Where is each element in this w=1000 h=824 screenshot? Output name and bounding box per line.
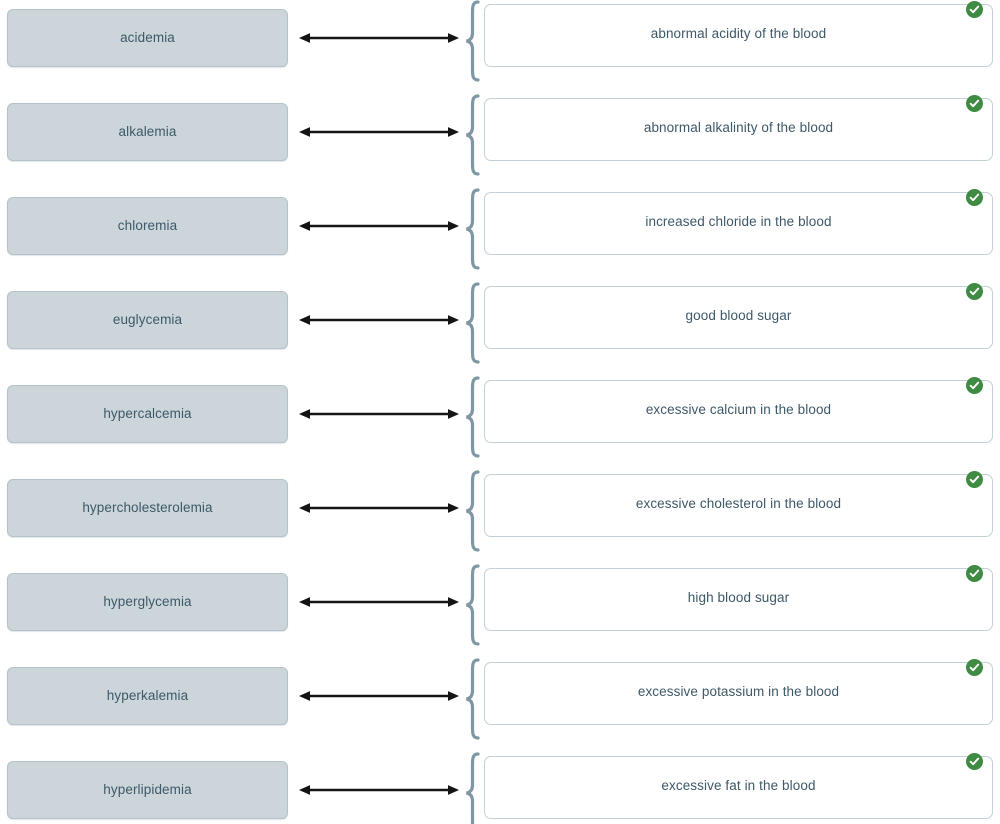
term-tile[interactable]: acidemia bbox=[7, 9, 288, 67]
check-icon bbox=[969, 193, 980, 202]
correct-status-badge bbox=[966, 95, 983, 112]
double-headed-arrow-icon bbox=[299, 315, 459, 325]
term-tile[interactable]: hyperkalemia bbox=[7, 667, 288, 725]
check-icon bbox=[969, 757, 980, 766]
correct-status-badge bbox=[966, 283, 983, 300]
brace-decoration bbox=[463, 375, 481, 459]
brace-decoration bbox=[463, 187, 481, 271]
definition-label: excessive calcium in the blood bbox=[645, 402, 832, 418]
match-row: euglycemia good blood sugar bbox=[0, 281, 1000, 375]
correct-status-badge bbox=[966, 1, 983, 18]
double-headed-arrow-icon bbox=[299, 33, 459, 43]
term-tile[interactable]: hyperlipidemia bbox=[7, 761, 288, 819]
check-icon bbox=[969, 569, 980, 578]
curly-brace-icon bbox=[466, 0, 480, 82]
curly-brace-icon bbox=[466, 282, 480, 364]
curly-brace-icon bbox=[466, 376, 480, 458]
check-icon bbox=[969, 99, 980, 108]
term-tile[interactable]: hyperglycemia bbox=[7, 573, 288, 631]
term-tile[interactable]: hypercalcemia bbox=[7, 385, 288, 443]
correct-status-badge bbox=[966, 189, 983, 206]
term-label: hyperlipidemia bbox=[103, 781, 192, 797]
definition-card[interactable]: increased chloride in the blood bbox=[484, 192, 993, 255]
definition-card[interactable]: abnormal alkalinity of the blood bbox=[484, 98, 993, 161]
brace-decoration bbox=[463, 751, 481, 824]
term-tile[interactable]: euglycemia bbox=[7, 291, 288, 349]
curly-brace-icon bbox=[466, 658, 480, 740]
check-icon bbox=[969, 475, 980, 484]
brace-decoration bbox=[463, 93, 481, 177]
definition-card[interactable]: excessive calcium in the blood bbox=[484, 380, 993, 443]
connector-arrow bbox=[299, 125, 459, 139]
correct-status-badge bbox=[966, 471, 983, 488]
definition-card[interactable]: excessive cholesterol in the blood bbox=[484, 474, 993, 537]
match-row: hypercalcemia excessive calcium in the b… bbox=[0, 375, 1000, 469]
term-tile[interactable]: alkalemia bbox=[7, 103, 288, 161]
match-row: hypercholesterolemia excessive cholester… bbox=[0, 469, 1000, 563]
term-tile[interactable]: chloremia bbox=[7, 197, 288, 255]
connector-arrow bbox=[299, 219, 459, 233]
definition-card[interactable]: high blood sugar bbox=[484, 568, 993, 631]
match-row: chloremia increased chloride in the bloo… bbox=[0, 187, 1000, 281]
connector-arrow bbox=[299, 783, 459, 797]
brace-decoration bbox=[463, 0, 481, 83]
connector-arrow bbox=[299, 407, 459, 421]
term-label: hypercalcemia bbox=[103, 405, 192, 421]
check-icon bbox=[969, 381, 980, 390]
correct-status-badge bbox=[966, 565, 983, 582]
double-headed-arrow-icon bbox=[299, 691, 459, 701]
definition-label: excessive fat in the blood bbox=[661, 778, 816, 794]
correct-status-badge bbox=[966, 753, 983, 770]
connector-arrow bbox=[299, 501, 459, 515]
curly-brace-icon bbox=[466, 752, 480, 824]
connector-arrow bbox=[299, 313, 459, 327]
definition-label: excessive cholesterol in the blood bbox=[635, 496, 842, 512]
double-headed-arrow-icon bbox=[299, 785, 459, 795]
definition-label: high blood sugar bbox=[687, 590, 790, 606]
brace-decoration bbox=[463, 657, 481, 741]
term-tile[interactable]: hypercholesterolemia bbox=[7, 479, 288, 537]
connector-arrow bbox=[299, 595, 459, 609]
brace-decoration bbox=[463, 281, 481, 365]
match-row: hyperglycemia high blood sugar bbox=[0, 563, 1000, 657]
match-row: alkalemia abnormal alkalinity of the blo… bbox=[0, 93, 1000, 187]
term-label: hyperkalemia bbox=[106, 687, 189, 703]
definition-label: excessive potassium in the blood bbox=[637, 684, 840, 700]
term-label: hypercholesterolemia bbox=[82, 499, 213, 515]
double-headed-arrow-icon bbox=[299, 409, 459, 419]
term-label: acidemia bbox=[120, 29, 175, 45]
definition-label: abnormal alkalinity of the blood bbox=[643, 120, 834, 136]
curly-brace-icon bbox=[466, 470, 480, 552]
definition-label: abnormal acidity of the blood bbox=[650, 26, 827, 42]
match-row: acidemia abnormal acidity of the blood bbox=[0, 0, 1000, 93]
term-label: euglycemia bbox=[112, 311, 183, 327]
correct-status-badge bbox=[966, 659, 983, 676]
match-row: hyperlipidemia excessive fat in the bloo… bbox=[0, 751, 1000, 824]
curly-brace-icon bbox=[466, 94, 480, 176]
curly-brace-icon bbox=[466, 188, 480, 270]
term-label: hyperglycemia bbox=[103, 593, 192, 609]
definition-card[interactable]: abnormal acidity of the blood bbox=[484, 4, 993, 67]
term-label: alkalemia bbox=[118, 123, 177, 139]
match-row: hyperkalemia excessive potassium in the … bbox=[0, 657, 1000, 751]
definition-card[interactable]: excessive potassium in the blood bbox=[484, 662, 993, 725]
curly-brace-icon bbox=[466, 564, 480, 646]
definition-card[interactable]: good blood sugar bbox=[484, 286, 993, 349]
correct-status-badge bbox=[966, 377, 983, 394]
definition-label: increased chloride in the blood bbox=[645, 214, 832, 230]
brace-decoration bbox=[463, 469, 481, 553]
definition-card[interactable]: excessive fat in the blood bbox=[484, 756, 993, 819]
double-headed-arrow-icon bbox=[299, 503, 459, 513]
double-headed-arrow-icon bbox=[299, 597, 459, 607]
connector-arrow bbox=[299, 31, 459, 45]
check-icon bbox=[969, 287, 980, 296]
check-icon bbox=[969, 5, 980, 14]
check-icon bbox=[969, 663, 980, 672]
term-label: chloremia bbox=[117, 217, 178, 233]
double-headed-arrow-icon bbox=[299, 221, 459, 231]
double-headed-arrow-icon bbox=[299, 127, 459, 137]
brace-decoration bbox=[463, 563, 481, 647]
definition-label: good blood sugar bbox=[685, 308, 792, 324]
connector-arrow bbox=[299, 689, 459, 703]
